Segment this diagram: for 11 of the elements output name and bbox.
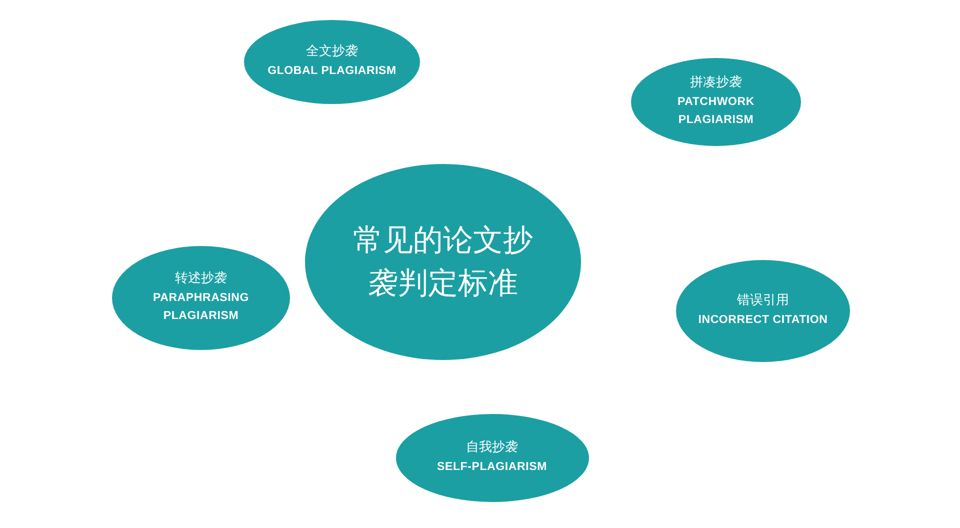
category-name: 全文抄袭 <box>306 43 358 61</box>
category-name: 错误引用 <box>737 292 789 310</box>
category-name: 自我抄袭 <box>466 439 518 457</box>
category-english-name: PARAPHRASING PLAGIARISM <box>152 291 250 324</box>
center-title: 常见的论文抄袭判定标准 <box>352 222 534 303</box>
category-name: 拼凑抄袭 <box>690 74 742 92</box>
category-name: 转述抄袭 <box>175 270 227 288</box>
category-english-name: INCORRECT CITATION <box>698 313 828 328</box>
category-english-name: PATCHWORK PLAGIARISM <box>676 95 756 128</box>
category-english-name: SELF-PLAGIARISM <box>437 460 547 476</box>
category-english-name: GLOBAL PLAGIARISM <box>268 64 396 80</box>
